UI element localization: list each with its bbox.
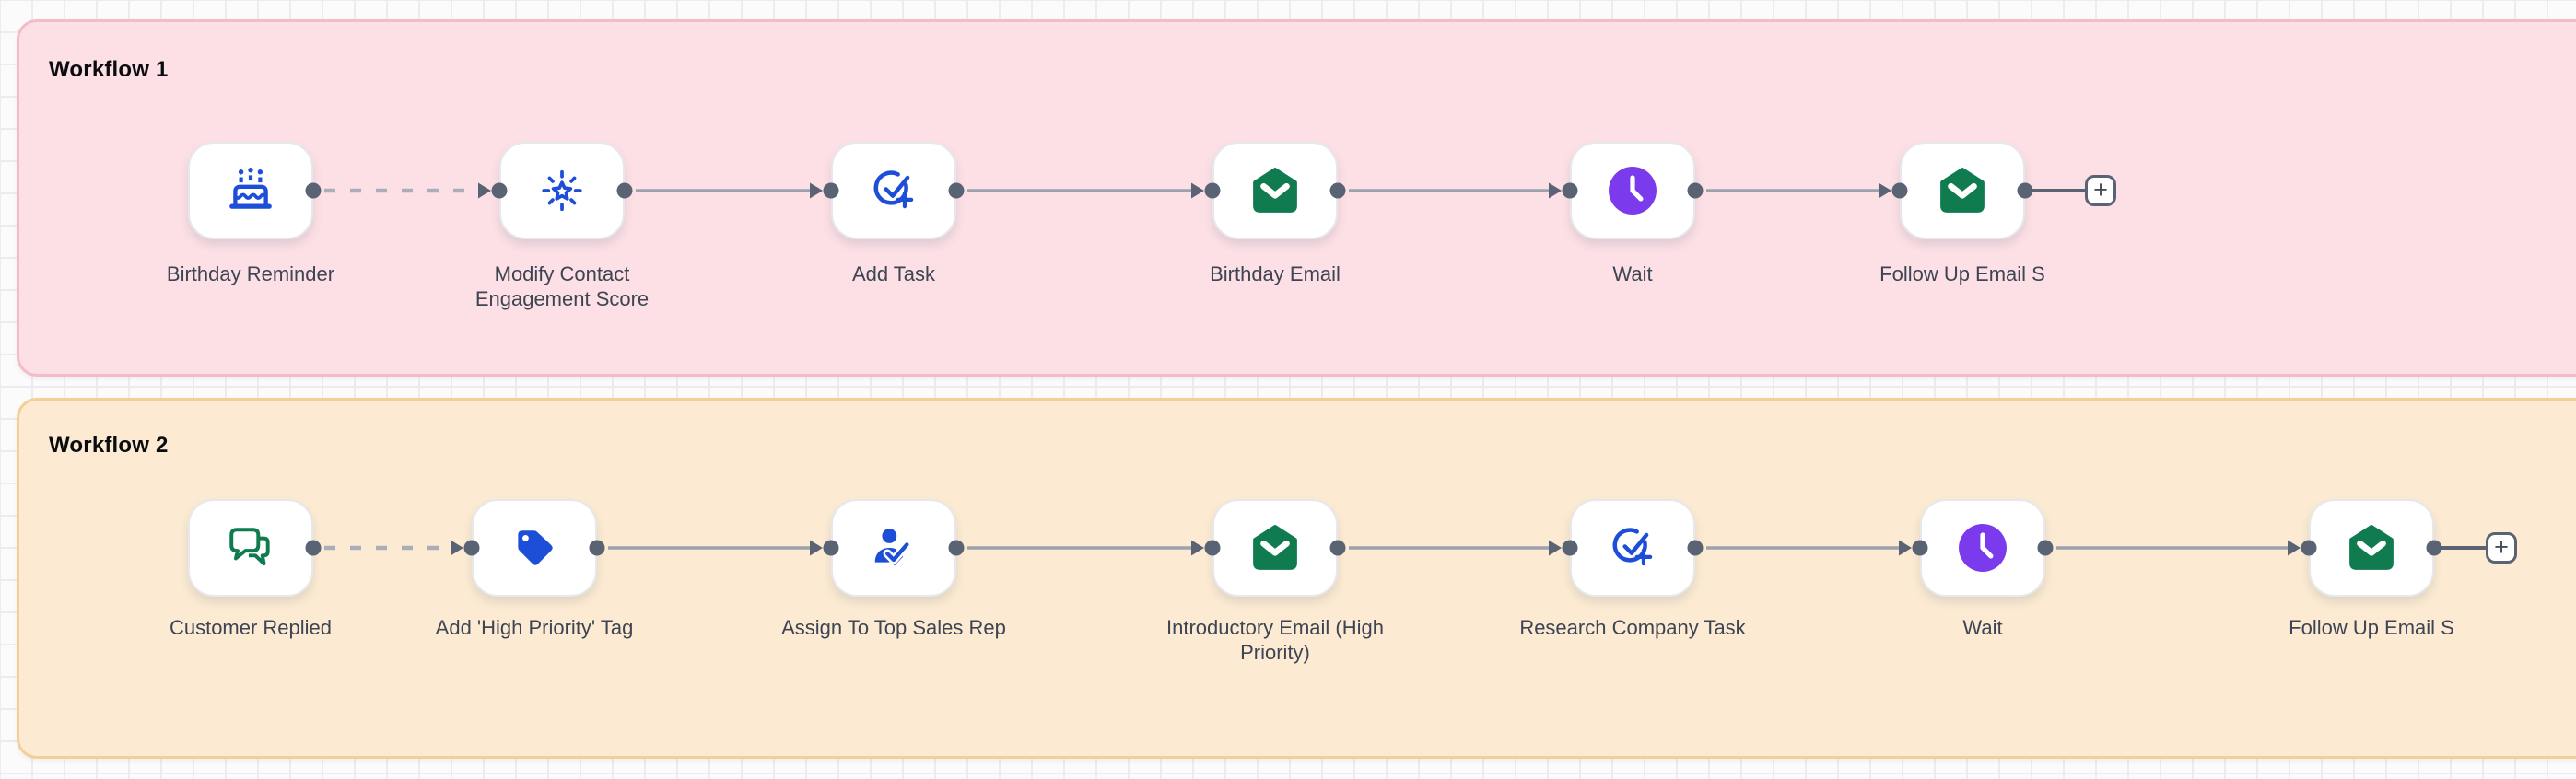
node-label-birthday-reminder: Birthday Reminder	[166, 262, 335, 285]
node-label-wait: Wait	[1962, 616, 2003, 639]
clock-icon	[1958, 523, 2008, 573]
node-label-introductory-email-high-priority: Introductory Email (High Priority)	[1166, 616, 1384, 664]
node-label-modify-contact-engagement-score: Modify Contact Engagement Score	[474, 262, 650, 310]
task-add-icon	[1608, 523, 1657, 573]
workflow-2-title: Workflow 2	[49, 433, 169, 458]
task-add-icon	[869, 166, 919, 215]
node-modify-contact-engagement-score[interactable]	[499, 142, 625, 239]
node-label-customer-replied: Customer Replied	[169, 616, 333, 639]
node-add-task[interactable]	[831, 142, 956, 239]
node-wait[interactable]	[1920, 499, 2045, 597]
person-check-icon	[869, 523, 919, 573]
node-label-follow-up-email-s: Follow Up Email S	[1879, 262, 2045, 285]
node-wait[interactable]	[1570, 142, 1695, 239]
node-label-research-company-task: Research Company Task	[1519, 616, 1746, 639]
node-label-follow-up-email-s: Follow Up Email S	[2289, 616, 2454, 639]
node-label-birthday-email: Birthday Email	[1210, 262, 1341, 285]
node-add-high-priority-tag[interactable]	[472, 499, 597, 597]
tag-icon	[509, 523, 559, 573]
email-icon	[1938, 166, 1987, 215]
email-icon	[1250, 523, 1300, 573]
email-icon	[1250, 166, 1300, 215]
node-follow-up-email-s[interactable]	[1900, 142, 2025, 239]
chat-bubbles-icon	[226, 523, 275, 573]
workflow-1-title: Workflow 1	[49, 57, 169, 82]
node-research-company-task[interactable]	[1570, 499, 1695, 597]
node-assign-to-top-sales-rep[interactable]	[831, 499, 956, 597]
email-icon	[2347, 523, 2396, 573]
clock-icon	[1608, 166, 1657, 215]
node-introductory-email-high-priority[interactable]	[1212, 499, 1338, 597]
node-label-wait: Wait	[1612, 262, 1653, 285]
sparkle-star-icon	[537, 166, 587, 215]
birthday-cake-icon	[226, 166, 275, 215]
add-step-button-workflow-2[interactable]: +	[2486, 532, 2517, 564]
add-step-button-workflow-1[interactable]: +	[2085, 175, 2116, 206]
node-birthday-reminder[interactable]	[188, 142, 313, 239]
node-customer-replied[interactable]	[188, 499, 313, 597]
node-label-assign-to-top-sales-rep: Assign To Top Sales Rep	[781, 616, 1006, 639]
node-label-add-task: Add Task	[851, 262, 936, 285]
node-label-add-high-priority-tag: Add 'High Priority' Tag	[435, 616, 634, 639]
node-follow-up-email-s[interactable]	[2309, 499, 2434, 597]
node-birthday-email[interactable]	[1212, 142, 1338, 239]
